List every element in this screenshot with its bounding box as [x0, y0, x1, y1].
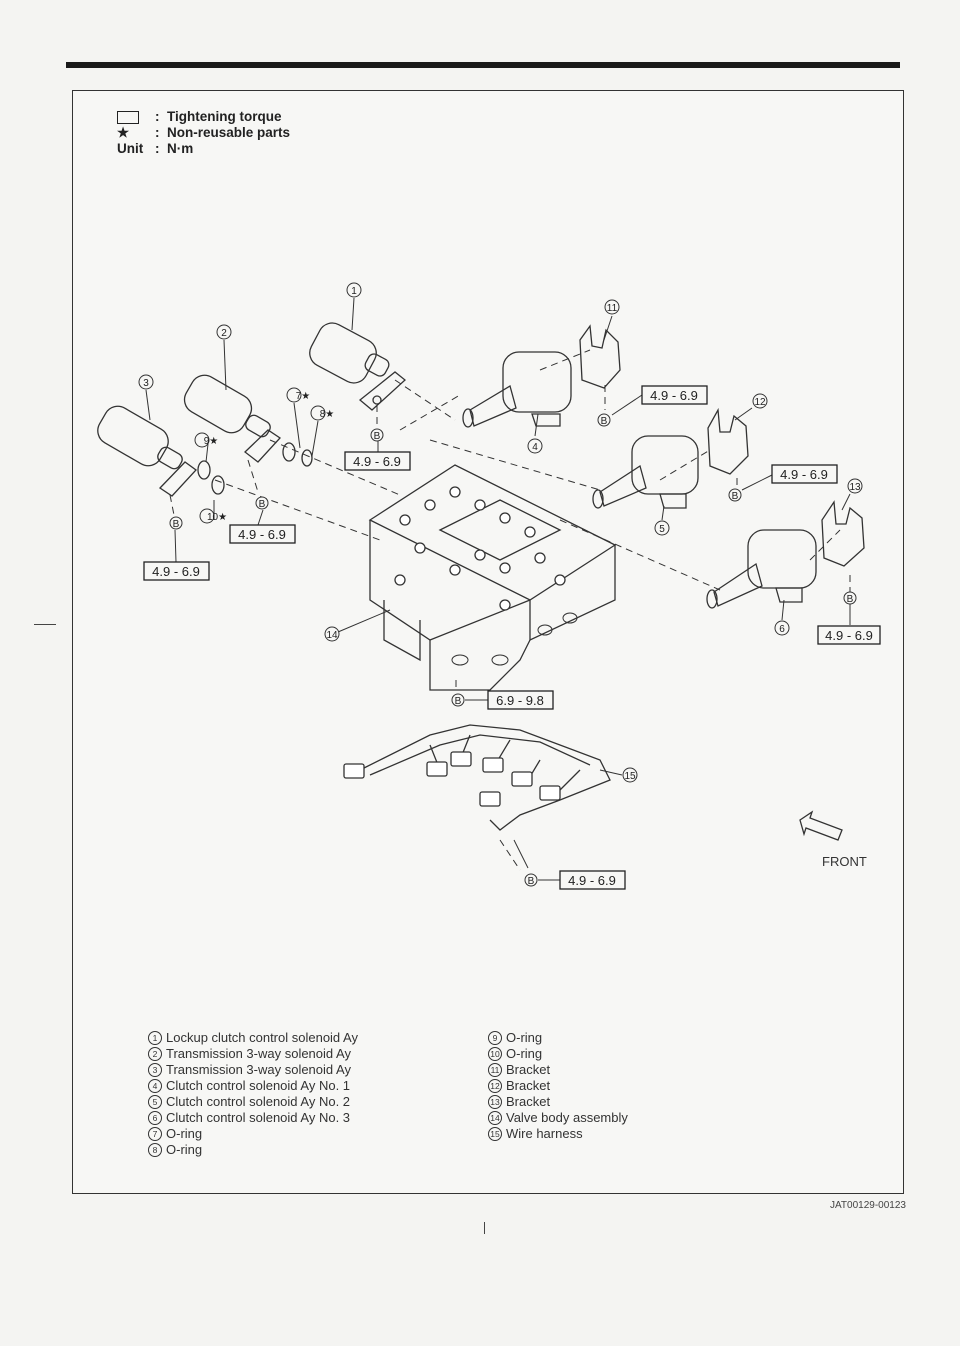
callout-14: 14 — [326, 630, 338, 641]
front-label: FRONT — [822, 854, 867, 869]
torque-box: 4.9 - 6.9 — [771, 464, 838, 484]
bolt-callout: B — [601, 416, 608, 427]
torque-value: 4.9 - 6.9 — [568, 873, 616, 888]
callout-10: 10★ — [207, 512, 227, 523]
callouts — [138, 282, 863, 887]
torque-box: 4.9 - 6.9 — [559, 870, 626, 890]
margin-mark — [34, 624, 56, 625]
callout-8: 8★ — [320, 409, 335, 420]
clutch-solenoid-1 — [462, 324, 621, 428]
clutch-solenoid-3 — [706, 500, 865, 609]
callout-7: 7★ — [296, 391, 311, 402]
callout-5: 5 — [659, 524, 665, 535]
legend-torque: : Tightening torque — [117, 109, 290, 125]
legend-unit-key: Unit — [117, 141, 144, 156]
callout-12: 12 — [754, 397, 766, 408]
callout-11: 11 — [607, 303, 618, 314]
torque-value: 4.9 - 6.9 — [353, 454, 401, 469]
callout-2: 2 — [221, 328, 227, 339]
bolt-callout: B — [259, 499, 266, 510]
torque-value: 4.9 - 6.9 — [825, 628, 873, 643]
torque-value: 4.9 - 6.9 — [152, 564, 200, 579]
callout-4: 4 — [532, 442, 538, 453]
torque-box: 6.9 - 9.8 — [487, 690, 554, 710]
torque-box: 4.9 - 6.9 — [344, 451, 411, 471]
torque-box: 4.9 - 6.9 — [641, 385, 708, 405]
legend-star-text: Non-reusable parts — [167, 125, 291, 140]
bolt-callout: B — [455, 696, 462, 707]
legend: : Tightening torque ★ : Non-reusable par… — [117, 109, 290, 157]
callout-1: 1 — [351, 286, 357, 297]
bolt-callout: B — [374, 431, 381, 442]
figure-frame: : Tightening torque ★ : Non-reusable par… — [72, 90, 904, 1194]
transmission-solenoid-a — [183, 374, 313, 467]
torque-box-icon — [117, 110, 139, 124]
wire-harness — [343, 724, 611, 831]
callout-9: 9★ — [204, 436, 219, 447]
torque-box: 4.9 - 6.9 — [817, 625, 881, 645]
callout-15: 15 — [624, 771, 636, 782]
star-icon: ★ — [117, 125, 130, 140]
callout-13: 13 — [849, 482, 861, 493]
page-mark — [484, 1222, 485, 1234]
legend-star: ★ : Non-reusable parts — [117, 125, 290, 141]
header-rule — [66, 62, 900, 68]
torque-boxes: 4.9 - 6.9 4.9 - 6.9 4.9 - 6.9 4.9 - 6.9 … — [143, 385, 881, 890]
transmission-solenoid-b — [97, 405, 225, 497]
legend-unit: Unit : N·m — [117, 141, 290, 157]
torque-box: 4.9 - 6.9 — [229, 524, 296, 544]
torque-value: 6.9 - 9.8 — [496, 693, 544, 708]
front-arrow-icon — [799, 810, 843, 841]
bolt-callout: B — [173, 519, 180, 530]
callout-6: 6 — [779, 624, 785, 635]
clutch-solenoid-2 — [592, 407, 749, 509]
valve-body — [368, 464, 617, 691]
leader-lines — [145, 297, 851, 881]
torque-value: 4.9 - 6.9 — [238, 527, 286, 542]
guide-lines — [169, 349, 851, 871]
callout-3: 3 — [143, 378, 149, 389]
torque-box: 4.9 - 6.9 — [143, 561, 210, 581]
bolt-callout: B — [847, 594, 854, 605]
legend-colon: : — [155, 109, 160, 124]
legend-torque-text: Tightening torque — [167, 109, 282, 124]
legend-colon: : — [155, 125, 160, 140]
figure-code: JAT00129-00123 — [830, 1200, 906, 1211]
legend-colon: : — [155, 141, 160, 156]
torque-value: 4.9 - 6.9 — [650, 388, 698, 403]
lockup-solenoid — [309, 322, 407, 411]
bolt-callout: B — [528, 876, 535, 887]
legend-unit-text: N·m — [167, 141, 194, 156]
bolt-callout: B — [732, 491, 739, 502]
torque-value: 4.9 - 6.9 — [780, 467, 828, 482]
